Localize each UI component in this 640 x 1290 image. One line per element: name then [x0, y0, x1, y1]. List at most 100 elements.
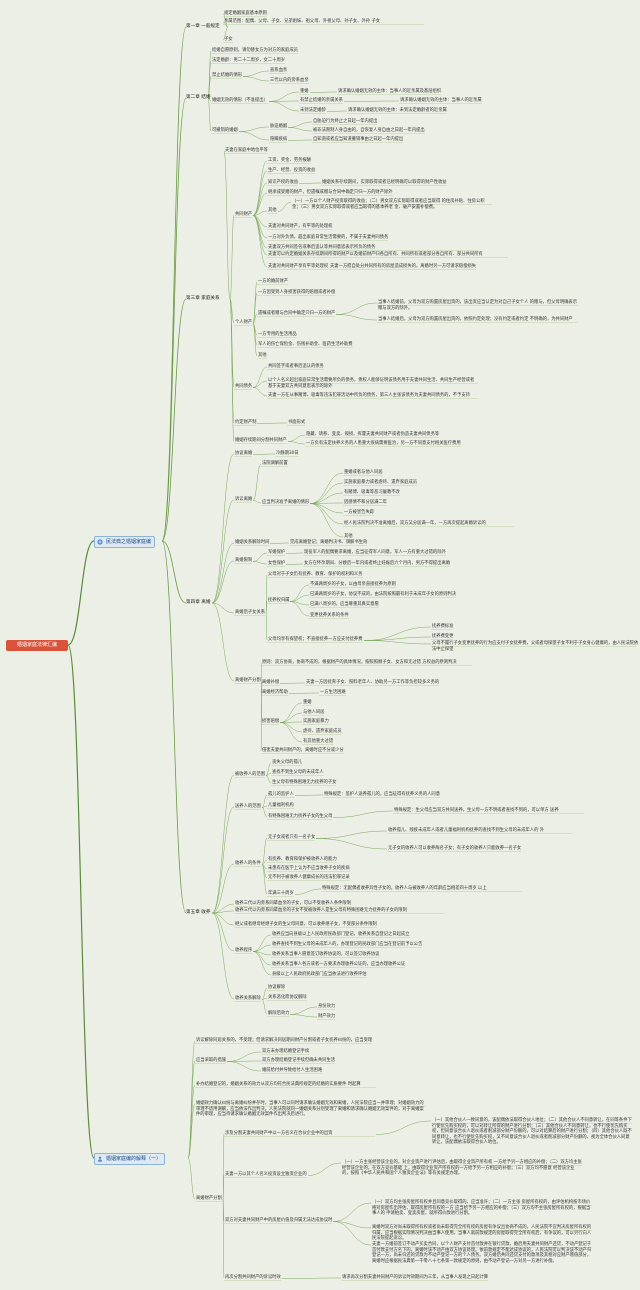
node-n37[interactable]: 个人财产 [235, 320, 253, 325]
node-n104[interactable]: 特殊规定：监护人送养孤儿的，应当征得有抚养义务的人同意 [324, 792, 441, 797]
node-n133[interactable]: 应当采取的措施 [196, 1058, 227, 1063]
node-n43[interactable]: 一方专用的生活用品 [258, 332, 297, 337]
node-n40[interactable]: 遗嘱或者赠与合同中确定只归一方的财产 [258, 311, 336, 316]
node-n46[interactable]: 共同债务 [235, 384, 253, 389]
node-n99[interactable]: 丧失父母的孤儿 [272, 760, 303, 765]
node-n122[interactable]: 收养查找不到生父母的未成年人的，办理登记的民政部门应当在登记前予以公告 [272, 942, 423, 947]
node-n18[interactable]: 自胁迫行为终止之日起一年内提出 [313, 119, 378, 124]
node-n101[interactable]: 生父母有特殊困难无力抚养的子女 [272, 780, 337, 785]
node-n78[interactable]: 已满两周岁的子女，协议不成的，由法院按照最有利于未成年子女的原则判决 [310, 592, 457, 597]
node-n145[interactable]: （一）双方均主张房屋所有权并且同意竞价取得的，应当准许；（二）一方主张 房屋所有… [372, 1200, 591, 1217]
node-n61[interactable]: 实施家庭暴力或者虐待、遗弃家庭成员 [344, 480, 418, 485]
node-n30[interactable]: （一）一方以个人财产投资取得的收益；（二）男女双方实际取得或者应当取得 的住房补… [292, 199, 485, 210]
node-n141[interactable]: （一）其他合伙人一致同意的，该配偶依法取得合伙人地位；（二）其他合伙人不同意转让… [432, 1118, 632, 1146]
node-n57[interactable]: 诉讼离婚 [235, 497, 253, 502]
node-n90[interactable]: 一方生活困难 [320, 690, 346, 695]
node-n19[interactable]: 被非法限制人身自由的，自恢复人身自由之日起一年内提出 [313, 128, 425, 133]
node-n48[interactable]: 以个人名义超出家庭日常生活需要所负的债务，债权人能够证明该债务用于夫妻共同生活、… [268, 378, 475, 389]
node-n68[interactable]: 完成离婚登记；离婚判决书、调解书生效 [290, 540, 368, 545]
node-n28[interactable]: 继承或受赠的财产，但遗嘱或赠与合同中确定只归一方的财产除外 [268, 190, 393, 195]
node-n63[interactable]: 因感情不和分居满二年 [344, 500, 387, 505]
node-n139[interactable]: 离婚财产分割 [196, 1196, 222, 1201]
node-n112[interactable]: 有抚养、教育和保护被收养人的能力 [268, 857, 337, 862]
node-n89[interactable]: 离婚经济帮助 [262, 690, 288, 695]
node-n14[interactable]: 未到法定婚龄 [300, 108, 326, 113]
node-n59[interactable]: 应当判决准予离婚的情形 [262, 500, 310, 505]
node-n44[interactable]: 军人的伤亡保险金、伤残补助金、医药生活补助费 [258, 342, 353, 347]
node-n142[interactable]: 夫妻一方以其个人名义投资设立独资企业的 [225, 1172, 307, 1177]
node-n35[interactable]: 夫妻对共同财产享有平等处理权 [268, 264, 329, 269]
node-n146[interactable]: 离婚时双方对尚未取得所有权或者尚未取得完全所有权的房屋有争议且协商不成的，人民法… [372, 1225, 592, 1242]
node-n36[interactable]: 夫妻一方擅自处分共同所有的房屋造成损失的，离婚时另一方可请求赔偿损失 [330, 264, 477, 269]
node-n13[interactable]: 请求确认婚姻无效的主体：当事人的近亲属 [400, 98, 482, 103]
node-n88[interactable]: 夫妻一方因抚育子女、照料老年人、协助另一方工作等负担较多义务的 [306, 680, 440, 685]
node-n121[interactable]: 收养应当向县级以上人民政府民政部门登记，收养关系自登记之日起成立 [272, 932, 410, 937]
node-n74[interactable]: 离婚后子女关系 [235, 610, 266, 615]
node-n45[interactable]: 其他 [258, 353, 267, 358]
node-n66[interactable]: 其他 [344, 534, 353, 539]
node-n54[interactable]: 一方负有法定扶养义务的人患重大疾病需要医治，另一方不同意支付相关医疗费用 [306, 441, 461, 446]
node-n92[interactable]: 重婚 [303, 700, 312, 705]
node-n123[interactable]: 收养关系当事人愿意签订收养协议的，可以签订收养协议 [272, 952, 380, 957]
node-n06[interactable]: 禁止结婚的情形 [212, 73, 243, 78]
chapter-4[interactable]: 第四章 离婚 [186, 600, 211, 605]
node-n107[interactable]: 特殊规定：生父母应当双方共同送养。生父母一方不明或者查找不到的，可以单方 送养 [394, 808, 559, 813]
node-n95[interactable]: 虐待、遗弃家庭成员 [303, 729, 342, 734]
node-n42[interactable]: 当事人结婚后，父母为双方购置房屋出资的，依照约定处理；没有约定或者约定 不明确的… [378, 317, 573, 322]
node-n128[interactable]: 关系恶化而协议解除 [268, 995, 307, 1000]
node-n100[interactable]: 查找不到生父母的未成年人 [272, 770, 324, 775]
node-n27[interactable]: 婚姻关系存续期间，实际取得或者已经明确可以取得的财产性收益 [322, 180, 447, 185]
node-n131[interactable]: 财产效力 [318, 1014, 336, 1019]
chapter-2[interactable]: 第二章 结婚 [186, 95, 211, 100]
node-n130[interactable]: 身份效力 [318, 1004, 336, 1009]
node-n87[interactable]: 离婚补偿 [262, 680, 280, 685]
node-n137[interactable]: 补办结婚登记的，婚姻关系的效力从双方均符合民法典所规定的结婚的实质要件 时起算 [196, 1082, 361, 1087]
node-n50[interactable]: 约定财产制 [235, 420, 257, 425]
node-n93[interactable]: 与他人同居 [303, 710, 325, 715]
node-n118[interactable]: 收养三代以内旁系同辈血亲的子女不受被收养人是生父母有特殊困难无力抚养的子女的限制 [235, 908, 407, 913]
node-n144[interactable]: 双方对夫妻共同财产中的房屋价值及归属无法达成协议时 [225, 1218, 333, 1223]
node-n97[interactable]: 侵害夫妻共同财产的，离婚时应不分或少分 [262, 748, 344, 753]
node-n31[interactable]: 夫妻对共同财产，有平等的处理权 [268, 224, 333, 229]
main-node-civil-code[interactable]: 民法典之婚姻家庭编 [94, 536, 156, 548]
node-n10[interactable]: 重婚 [300, 89, 309, 94]
node-n103[interactable]: 孤儿的监护人 [268, 792, 294, 797]
node-n65[interactable]: 经人民法院判决不准离婚后，双方又分居满一年，一方再次提起离婚诉讼的 [344, 521, 486, 526]
node-n115[interactable]: 年满三十周岁 [268, 891, 294, 896]
node-n24[interactable]: 工资、奖金、劳务报酬 [268, 158, 311, 163]
node-n67[interactable]: 婚姻关系解除时间 [235, 540, 270, 545]
node-n143[interactable]: （一）一方主张经营该企业的，对企业资产进行评估后，由取得企业资产所有权 一方给予… [342, 1160, 582, 1177]
node-n134[interactable]: 双方未办理结婚登记手续 [262, 1049, 310, 1054]
node-n76[interactable]: 抚养权归属 [268, 598, 290, 603]
node-n16[interactable]: 可撤销的婚姻 [212, 128, 238, 133]
node-n132[interactable]: 诉讼解除同居关系的，不受理；但请求解决同居期间财产分割或者子女抚养纠纷的，应当受… [196, 1038, 373, 1043]
node-n47[interactable]: 共同签字或者事后追认的债务 [268, 364, 324, 369]
node-n17[interactable]: 胁迫婚姻 [270, 124, 288, 129]
node-n62[interactable]: 有赌博、吸毒等恶习屡教不改 [344, 490, 400, 495]
chapter-1[interactable]: 第一章 一般规定 [186, 24, 220, 29]
node-n39[interactable]: 一方因受到人身损害获得的赔偿或者补偿 [258, 290, 336, 295]
node-n120[interactable]: 收养程序 [235, 948, 253, 953]
node-n22[interactable]: 夫妻在家庭中地位平等 [225, 148, 268, 153]
node-n108[interactable]: 收养人的条件 [235, 861, 261, 866]
node-n96[interactable]: 有其他重大过错 [303, 739, 334, 744]
root-node[interactable]: 婚姻家庭法律汇编 [6, 640, 68, 651]
node-n34[interactable]: 夫妻可以约定婚姻关系存续期间所得的财产以及婚前财产归各自所有、共同所有或者部分各… [268, 252, 483, 257]
node-n84[interactable]: 父母不履行子女变更抚养的行为应支付子女抚养费，父或者母探望子女不利于子女身心健康… [432, 641, 639, 652]
node-n60[interactable]: 重婚或者与他人同居 [344, 470, 383, 475]
node-n56[interactable]: 冷静期30日 [276, 451, 299, 456]
node-n111[interactable]: 无子女的收养人可以收养两名子女；有子女的收养人只能收养一名子女 [388, 846, 522, 851]
node-n138[interactable]: 婚姻效力确认纠纷与离婚纠纷并存时，当事人可以同时请求确认婚姻无效和离婚，人民法院… [196, 1101, 424, 1118]
node-n106[interactable]: 有特殊困难无力抚养子女的生父母 [268, 814, 333, 819]
node-n98[interactable]: 被收养人的范围 [235, 772, 266, 777]
node-n102[interactable]: 送养人的范围 [235, 804, 261, 809]
node-n116[interactable]: 特殊规定：无配偶者收养异性子女的，收养人与被收养人的年龄应当相差四十周岁 以上 [322, 886, 487, 891]
node-n23[interactable]: 共同财产 [235, 212, 253, 217]
chapter-3[interactable]: 第三章 家庭关系 [186, 296, 220, 301]
node-n114[interactable]: 无不利于被收养人健康成长的违法犯罪记录 [268, 875, 350, 880]
node-n64[interactable]: 一方被宣告失踪 [344, 510, 375, 515]
node-n02[interactable]: 亲属范围：配偶、父母、子女、兄弟姐妹、祖父母、外祖父母、孙子女、外孙 子女 [224, 19, 381, 24]
node-n41[interactable]: 当事人结婚前，父母为双方购置房屋出资的，该出资应当认定为对自己子女个人 的赠与，… [378, 300, 578, 311]
node-n08[interactable]: 三代以内的旁系血亲 [270, 78, 309, 83]
node-n20[interactable]: 隐瞒疾病 [270, 137, 288, 142]
